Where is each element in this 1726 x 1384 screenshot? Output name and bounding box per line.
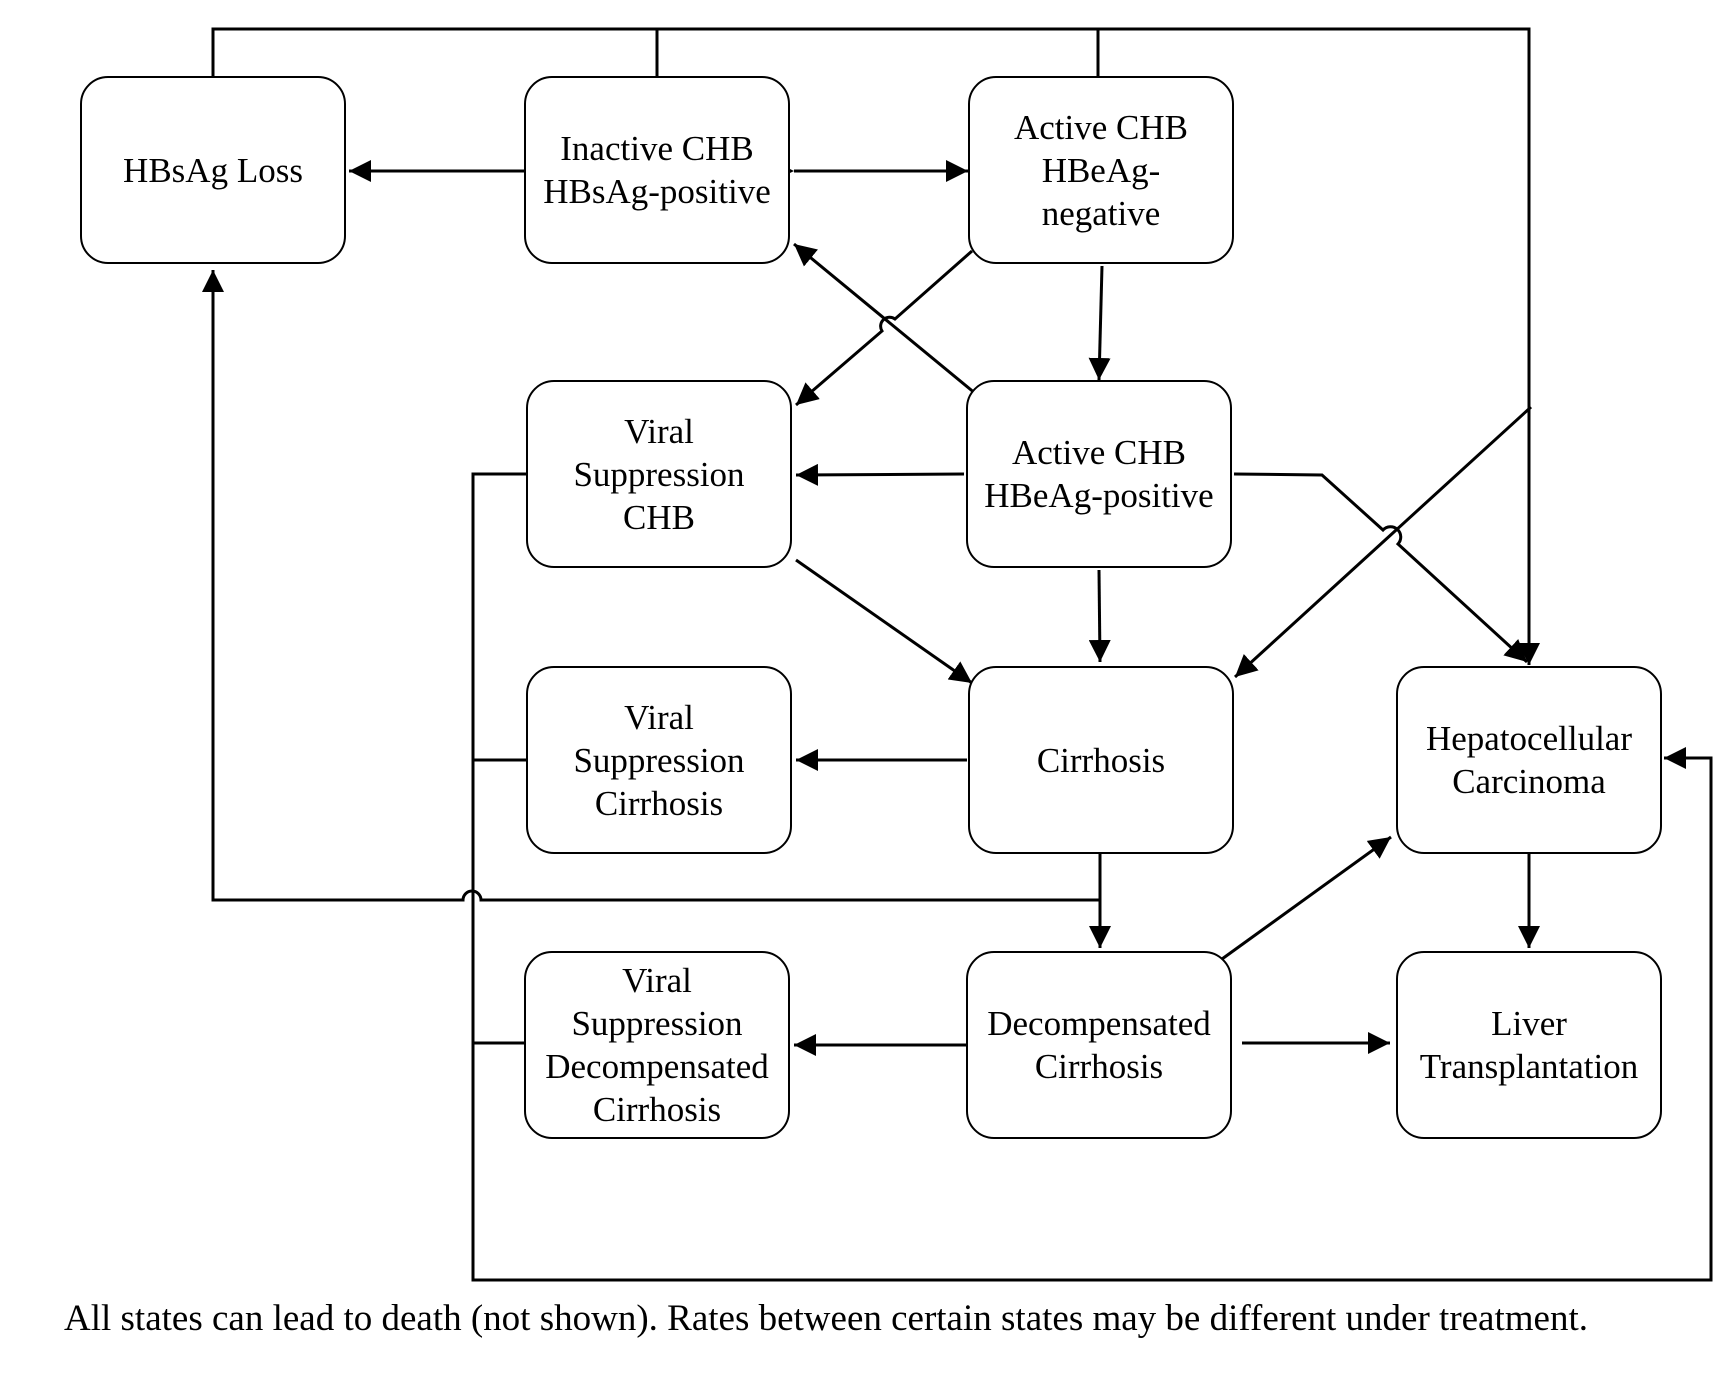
node-liver-transplantation: Liver Transplantation — [1396, 951, 1662, 1139]
node-cirrhosis: Cirrhosis — [968, 666, 1234, 854]
node-label: Active CHB HBeAg-positive — [984, 433, 1214, 515]
node-label: Active CHB HBeAg- negative — [1013, 107, 1188, 233]
arrow-active-pos-to-viral-supp-chb — [795, 463, 965, 486]
node-active-chb-hbeag-positive: Active CHB HBeAg-positive — [966, 380, 1232, 568]
arrow-to-cirrhosis-diagonal — [1233, 405, 1533, 679]
arrow-active-pos-to-hcc — [1233, 472, 1529, 664]
node-label: Viral Suppression CHB — [573, 411, 745, 537]
viral-suppression-bus-to-hcc — [471, 472, 1713, 1282]
arrow-active-neg-to-viral-supp-chb — [795, 249, 973, 407]
node-viral-suppression-chb: Viral Suppression CHB — [526, 380, 792, 568]
node-inactive-chb: Inactive CHB HBsAg-positive — [524, 76, 790, 264]
node-label: Viral Suppression Decompensated Cirrhosi… — [545, 961, 769, 1129]
node-label: Hepatocellular Carcinoma — [1425, 719, 1632, 801]
node-label: Decompensated Cirrhosis — [987, 1004, 1211, 1086]
arrow-cirrhosis-to-hbsag-loss — [202, 270, 1100, 902]
node-hbsag-loss: HBsAg Loss — [80, 76, 346, 264]
node-viral-suppression-cirrhosis: Viral Suppression Cirrhosis — [526, 666, 792, 854]
node-label: Liver Transplantation — [1419, 1004, 1639, 1086]
arrow-active-pos-to-cirrhosis — [1088, 569, 1111, 663]
arrow-decomp-to-hcc — [1221, 835, 1392, 961]
node-viral-suppression-decompensated-cirrhosis: Viral Suppression Decompensated Cirrhosi… — [524, 951, 790, 1139]
arrow-viral-supp-chb-to-cirrhosis — [795, 558, 973, 685]
node-label: Inactive CHB HBsAg-positive — [543, 129, 771, 211]
node-decompensated-cirrhosis: Decompensated Cirrhosis — [966, 951, 1232, 1139]
arrow-active-pos-to-inactive — [793, 242, 977, 396]
node-label: Viral Suppression Cirrhosis — [573, 697, 745, 823]
top-loop-connector — [211, 27, 1540, 665]
node-hepatocellular-carcinoma: Hepatocellular Carcinoma — [1396, 666, 1662, 854]
arrow-active-neg-to-active-pos — [1088, 265, 1111, 381]
node-label: Cirrhosis — [1036, 740, 1166, 780]
node-label: HBsAg Loss — [123, 150, 303, 190]
figure-caption: All states can lead to death (not shown)… — [64, 1298, 1588, 1339]
node-active-chb-hbeag-negative: Active CHB HBeAg- negative — [968, 76, 1234, 264]
